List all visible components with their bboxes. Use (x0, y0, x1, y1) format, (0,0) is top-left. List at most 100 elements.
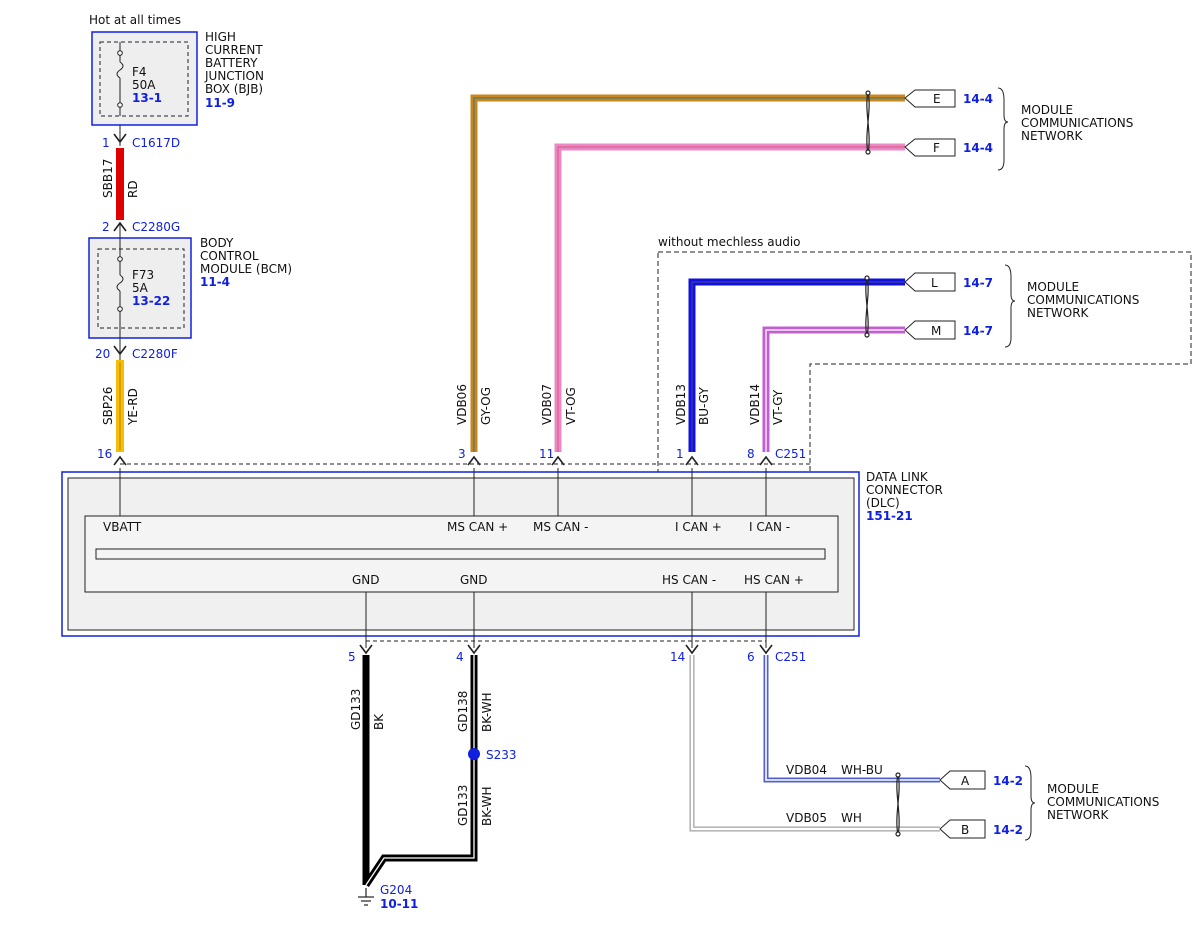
vdb05-circuit: VDB05 (786, 811, 827, 825)
c1617d-pin: 1 (102, 136, 110, 150)
c2280f-name: C2280F (132, 347, 178, 361)
vdb07-color: VT-OG (564, 387, 578, 425)
vdb04-circuit: VDB04 (786, 763, 827, 777)
connector-arrow-icon (113, 345, 127, 356)
pin-11: 11 (539, 447, 554, 461)
bcm-fuse-id: F73 (132, 268, 154, 282)
dlc-connector (61, 468, 860, 648)
bjb-label-3: BATTERY (205, 56, 258, 70)
dlc-label-2: CONNECTOR (866, 483, 943, 497)
gd133a-color: BK (372, 713, 386, 730)
ground-ref[interactable]: 10-11 (380, 897, 418, 911)
connector-l-letter: L (931, 276, 938, 290)
c251-bottom: C251 (775, 650, 806, 664)
vdb05-color: WH (841, 811, 862, 825)
vdb06-color: GY-OG (479, 387, 493, 425)
connector-arrow-icon (113, 133, 127, 144)
dlc-pin-i-can-minus: I CAN - (749, 520, 790, 534)
splice-s233-label: S233 (486, 748, 517, 762)
sbp26-circuit: SBP26 (101, 387, 115, 425)
network-label-1: MODULE (1021, 103, 1073, 117)
connector-a[interactable]: A 14-2 (939, 770, 1023, 790)
dlc-pin-hs-can-plus: HS CAN + (744, 573, 804, 587)
network-label-3c: NETWORK (1047, 808, 1110, 822)
gd133b-circuit: GD133 (456, 785, 470, 826)
twisted-pair-icon (864, 275, 870, 338)
bcm-label-2: CONTROL (200, 249, 259, 263)
network-label-1c: MODULE (1047, 782, 1099, 796)
dlc-pin-ms-can-minus: MS CAN - (533, 520, 589, 534)
connector-m-ref[interactable]: 14-7 (963, 324, 993, 338)
network-label-1b: MODULE (1027, 280, 1079, 294)
connector-m-letter: M (931, 324, 941, 338)
sbb17-color: RD (126, 180, 140, 198)
connector-l-ref[interactable]: 14-7 (963, 276, 993, 290)
bjb-label-2: CURRENT (205, 43, 263, 57)
wire-vdb14 (762, 326, 905, 452)
twisted-pair-icon (895, 772, 901, 837)
connector-a-ref[interactable]: 14-2 (993, 774, 1023, 788)
ground-g204-label: G204 (380, 883, 412, 897)
pin-8: 8 (747, 447, 755, 461)
pin-5: 5 (348, 650, 356, 664)
pin-1: 1 (676, 447, 684, 461)
vdb14-circuit: VDB14 (748, 384, 762, 425)
pin-16: 16 (97, 447, 112, 461)
wire-sbb17-red (116, 148, 124, 220)
bjb-label-4: JUNCTION (204, 69, 264, 83)
network-label-2c: COMMUNICATIONS (1047, 795, 1159, 809)
connector-e-ref[interactable]: 14-4 (963, 92, 993, 106)
dlc-pin-gnd-2: GND (460, 573, 488, 587)
bcm-label-1: BODY (200, 236, 234, 250)
bjb-fuse-rating: 50A (132, 78, 156, 92)
connector-arrow-icon (359, 644, 773, 655)
dlc-pin-hs-can-minus: HS CAN - (662, 573, 716, 587)
network-label-3b: NETWORK (1027, 306, 1090, 320)
gd133a-circuit: GD133 (349, 689, 363, 730)
bcm-ref: 11-4 (200, 275, 230, 289)
ground-icon (358, 888, 374, 906)
wire-vdb04-whbu (763, 655, 940, 783)
bjb-fuse-ref: 13-1 (132, 91, 162, 105)
connector-m[interactable]: M 14-7 (904, 320, 993, 340)
fuse-terminal-icon (117, 50, 123, 56)
c2280g-pin: 2 (102, 220, 110, 234)
mechless-audio-label: without mechless audio (658, 235, 801, 249)
bjb-module: F4 50A 13-1 HIGH CURRENT BATTERY JUNCTIO… (91, 30, 264, 126)
brace-icon (997, 87, 1009, 171)
connector-f-letter: F (933, 141, 940, 155)
dlc-pin-vbatt: VBATT (103, 520, 142, 534)
fuse-icon (116, 274, 124, 292)
vdb07-circuit: VDB07 (540, 384, 554, 425)
connector-l[interactable]: L 14-7 (904, 272, 993, 292)
connector-e[interactable]: E 14-4 (904, 89, 993, 108)
connector-a-letter: A (961, 774, 970, 788)
dlc-pin-i-can-plus: I CAN + (675, 520, 722, 534)
brace-icon (1004, 264, 1016, 348)
dlc-label-1: DATA LINK (866, 470, 929, 484)
c2280f-pin: 20 (95, 347, 110, 361)
bcm-fuse-ref: 13-22 (132, 294, 170, 308)
bjb-label-5: BOX (BJB) (205, 82, 263, 96)
vdb13-color: BU-GY (697, 387, 711, 425)
vdb06-circuit: VDB06 (455, 384, 469, 425)
connector-b[interactable]: B 14-2 (939, 819, 1023, 839)
dlc-ref[interactable]: 151-21 (866, 509, 913, 523)
dlc-pin-gnd-1: GND (352, 573, 380, 587)
wire-vdb07 (554, 143, 905, 452)
connector-f[interactable]: F 14-4 (904, 138, 993, 157)
wire-vdb13 (688, 278, 905, 452)
gd138-color: BK-WH (480, 692, 494, 732)
connector-f-ref[interactable]: 14-4 (963, 141, 993, 155)
gd133b-color: BK-WH (480, 786, 494, 826)
connector-arrow-icon (113, 455, 773, 466)
twisted-pair-icon (865, 90, 871, 155)
c1617d-name: C1617D (132, 136, 180, 150)
bcm-module: F73 5A 13-22 BODY CONTROL MODULE (BCM) 1… (88, 236, 292, 339)
pin-4: 4 (456, 650, 464, 664)
connector-b-letter: B (961, 823, 969, 837)
brace-icon (1024, 765, 1036, 841)
connector-b-ref[interactable]: 14-2 (993, 823, 1023, 837)
wire-gd138-bkwh (363, 655, 478, 887)
dlc-pin-ms-can-plus: MS CAN + (447, 520, 508, 534)
